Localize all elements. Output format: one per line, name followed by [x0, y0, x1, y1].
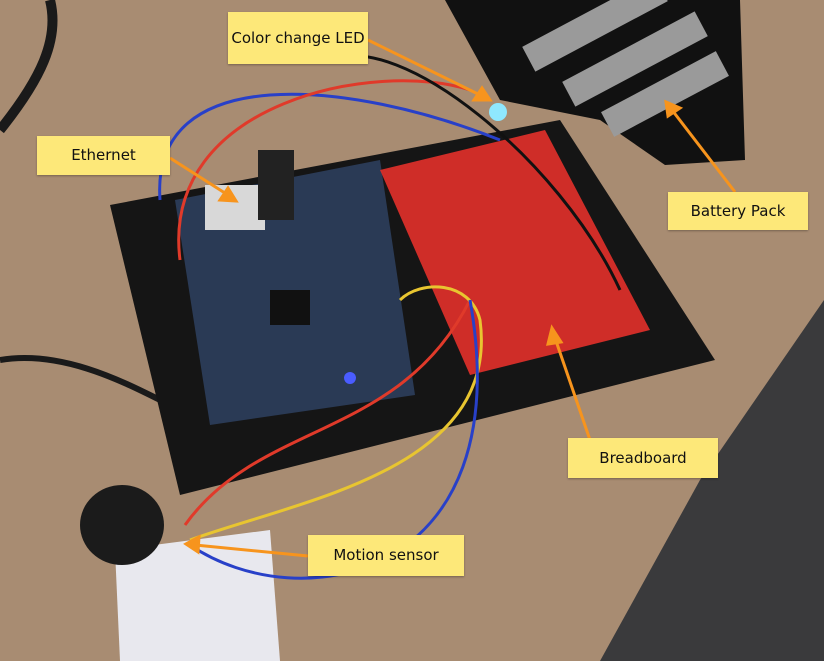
usb-plug [258, 150, 294, 220]
red-breadboard [380, 130, 650, 375]
cable [0, 355, 162, 403]
blue-led [344, 372, 356, 384]
color-led [489, 103, 507, 121]
cable [0, 0, 58, 134]
label-battery-pack: Battery Pack [668, 192, 808, 230]
batteries [522, 0, 729, 137]
ethernet-port [205, 185, 265, 230]
label-breadboard: Breadboard [568, 438, 718, 478]
label-ethernet: Ethernet [37, 136, 170, 175]
label-color-change-led: Color change LED [228, 12, 368, 64]
chip [270, 290, 310, 325]
annotation-arrows [169, 38, 737, 558]
mini-breadboard [115, 530, 280, 661]
motion-sensor [80, 485, 164, 565]
label-motion-sensor: Motion sensor [308, 535, 464, 576]
carpet-floor [600, 300, 824, 661]
